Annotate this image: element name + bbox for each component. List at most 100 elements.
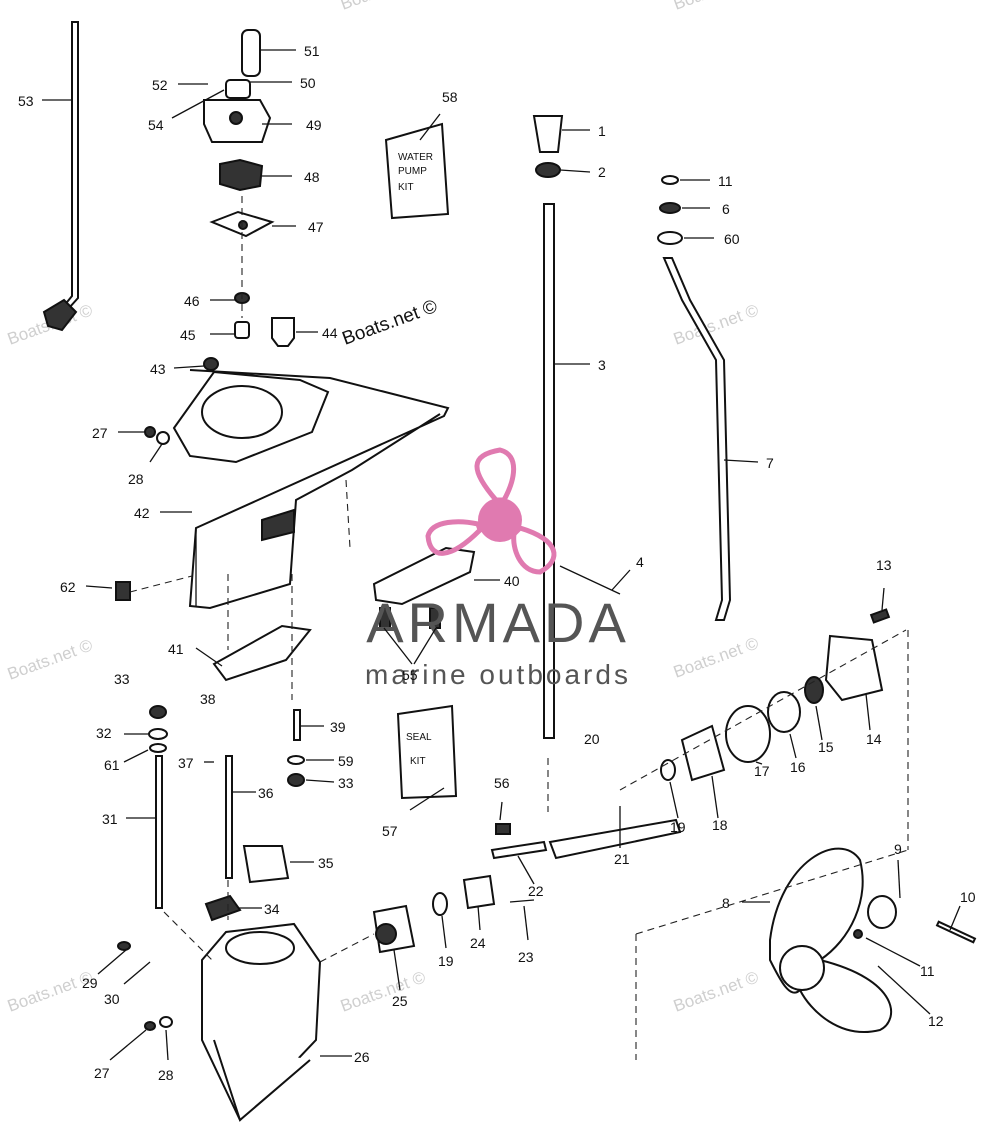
callout-label: 47 xyxy=(308,219,324,235)
callout-label: 59 xyxy=(338,753,354,769)
callout-label: 46 xyxy=(184,293,200,309)
callout-label: 45 xyxy=(180,327,196,343)
callout-label: 23 xyxy=(518,949,534,965)
callout-label: 58 xyxy=(442,89,458,105)
callout-leaders xyxy=(42,49,961,1061)
callout-label: 60 xyxy=(724,231,740,247)
callout-label: 48 xyxy=(304,169,320,185)
callout-label: 19 xyxy=(670,819,686,835)
callout-label: 2 xyxy=(598,164,606,180)
callout-label: 9 xyxy=(894,841,902,857)
callout-label: 17 xyxy=(754,763,770,779)
callout-label: 36 xyxy=(258,785,274,801)
drive-shaft-3 xyxy=(532,115,564,739)
callout-label: 44 xyxy=(322,325,338,341)
callout-label: 41 xyxy=(168,641,184,657)
callout-label: 32 xyxy=(96,725,112,741)
callout-label: 57 xyxy=(382,823,398,839)
callout-label: 30 xyxy=(104,991,120,1007)
callout-label: 31 xyxy=(102,811,118,827)
callout-label: 22 xyxy=(528,883,544,899)
callout-label: 12 xyxy=(928,1013,944,1029)
callout-label: 35 xyxy=(318,855,334,871)
shift-rod-53 xyxy=(42,21,79,332)
callout-label: 11 xyxy=(920,963,935,979)
callout-label: 34 xyxy=(264,901,280,917)
callout-label: 27 xyxy=(92,425,108,441)
watermark: Boats.net © xyxy=(5,635,96,683)
callout-label: 55 xyxy=(402,667,418,683)
callout-label: 50 xyxy=(300,75,316,91)
callout-label: 38 xyxy=(200,691,216,707)
watermark: Boats.net © xyxy=(338,967,429,1015)
callout-label: 39 xyxy=(330,719,346,735)
callout-label: 14 xyxy=(866,731,882,747)
callout-label: 27 xyxy=(94,1065,110,1081)
propeller-logo-icon xyxy=(478,498,522,542)
callout-label: 11 xyxy=(718,173,733,189)
callout-label: 18 xyxy=(712,817,728,833)
callout-label: 51 xyxy=(304,43,320,59)
watermark: Boats.net © xyxy=(671,300,762,348)
callout-label: 52 xyxy=(152,77,168,93)
callout-label: 13 xyxy=(876,557,892,573)
kit-label: KIT xyxy=(398,182,414,193)
callout-label: 16 xyxy=(790,759,806,775)
callout-label: 54 xyxy=(148,117,164,133)
watermark: Boats.net © xyxy=(671,0,762,14)
callout-label: 3 xyxy=(598,357,606,373)
callout-label: 62 xyxy=(60,579,76,595)
watermark-dark: Boats.net © xyxy=(340,296,441,350)
kit-label: SEAL xyxy=(406,732,432,743)
propeller-8 xyxy=(635,630,977,1060)
watermarks: Boats.net © Boats.net © Boats.net © Boat… xyxy=(5,0,762,1016)
armada-logo: ARMADA marine outboards xyxy=(365,447,631,690)
callout-label: 33 xyxy=(338,775,354,791)
watermark: Boats.net © xyxy=(671,967,762,1015)
gasket-41 xyxy=(212,624,312,682)
callout-label: 1 xyxy=(598,123,606,139)
callout-label: 8 xyxy=(722,895,730,911)
water-pump-parts xyxy=(203,29,295,371)
callout-label: 37 xyxy=(178,755,194,771)
callout-label: 40 xyxy=(504,573,520,589)
callout-label: 4 xyxy=(636,554,644,570)
callout-label: 49 xyxy=(306,117,322,133)
shift-linkage-7 xyxy=(657,175,732,621)
callout-label: 53 xyxy=(18,93,34,109)
callout-label: 21 xyxy=(614,851,630,867)
callout-label: 43 xyxy=(150,361,166,377)
drive-shaft-housing-42 xyxy=(172,369,450,610)
callout-label: 24 xyxy=(470,935,486,951)
callout-label: 6 xyxy=(722,201,730,217)
brand-name: ARMADA xyxy=(366,591,630,654)
water-pickup-40 xyxy=(345,479,476,629)
callout-label: 42 xyxy=(134,505,150,521)
callout-label: 28 xyxy=(128,471,144,487)
brand-tagline: marine outboards xyxy=(365,659,631,690)
callout-label: 25 xyxy=(392,993,408,1009)
callout-label: 10 xyxy=(960,889,976,905)
callout-label: 19 xyxy=(438,953,454,969)
propeller-shaft-assembly xyxy=(319,608,907,963)
kit-label: KIT xyxy=(410,756,426,767)
callout-label: 15 xyxy=(818,739,834,755)
seal-kit-57: SEAL KIT xyxy=(396,704,458,800)
kit-label: WATER xyxy=(398,152,433,163)
callout-label: 7 xyxy=(766,455,774,471)
callout-label: 33 xyxy=(114,671,130,687)
callout-label: 20 xyxy=(584,731,600,747)
water-pump-kit-58: WATER PUMP KIT xyxy=(384,122,450,220)
callout-numbers: 1 2 3 4 6 60 7 8 9 10 11 11 12 13 14 15 … xyxy=(18,43,976,1083)
callout-label: 26 xyxy=(354,1049,370,1065)
watermark: Boats.net © xyxy=(671,633,762,681)
studs-and-fasteners xyxy=(115,426,305,1031)
callout-label: 28 xyxy=(158,1067,174,1083)
gearcase-26 xyxy=(201,922,322,1122)
callout-label: 56 xyxy=(494,775,510,791)
watermark: Boats.net © xyxy=(338,0,429,14)
callout-label: 61 xyxy=(104,757,120,773)
callout-label: 29 xyxy=(82,975,98,991)
